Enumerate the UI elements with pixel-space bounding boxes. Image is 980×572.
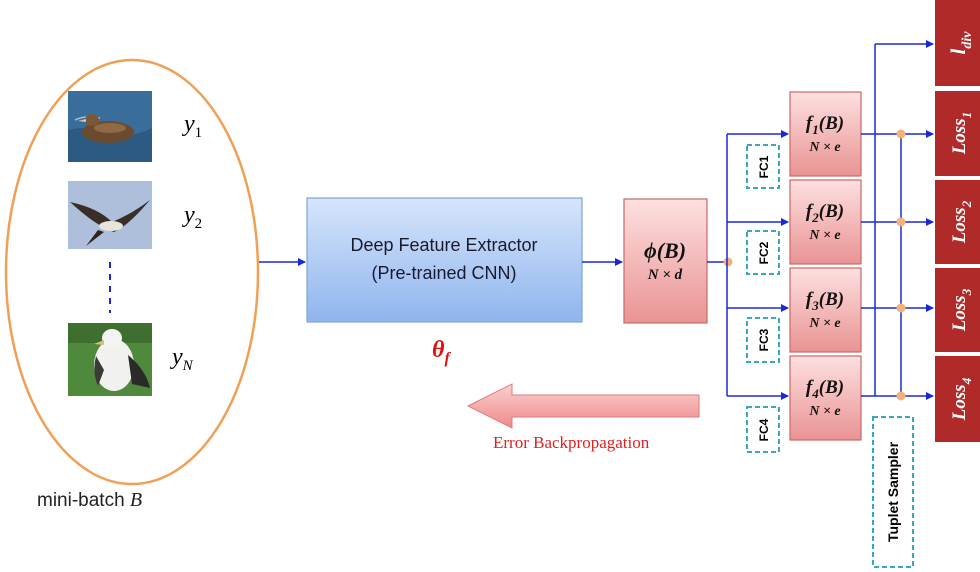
embedding-f3-label: f3(B): [806, 289, 844, 313]
fc3-box: FC3: [746, 317, 780, 363]
fc2-label: FC2: [757, 241, 771, 264]
backprop-arrow: [466, 383, 700, 429]
fc2-box: FC2: [746, 230, 780, 275]
fc4-label: FC4: [757, 418, 771, 441]
label-y1: y1: [182, 111, 202, 141]
junction-dot-2: [896, 217, 906, 227]
mini-batch-caption: mini-batch B: [37, 489, 142, 511]
extractor-title-line2: (Pre-trained CNN): [371, 263, 516, 283]
loss-2-label: Loss2: [949, 200, 974, 244]
embedding-f2-label: f2(B): [806, 201, 844, 225]
loss-4-label: Loss4: [949, 377, 974, 421]
embedding-f1-box: f1(B) N × e: [789, 91, 862, 177]
feature-phi-label: ϕ(B): [644, 238, 686, 263]
embedding-f1-label: f1(B): [806, 113, 844, 137]
fc1-box: FC1: [746, 144, 780, 189]
embedding-f4-dims: N × e: [808, 404, 840, 419]
mini-batch-ellipse: [4, 58, 260, 486]
junction-dot-1: [896, 129, 906, 139]
loss-1-label: Loss1: [949, 112, 974, 155]
feature-phi-dims: N × d: [647, 267, 683, 283]
extractor-title-line1: Deep Feature Extractor: [350, 235, 537, 255]
label-y2: y2: [182, 202, 202, 232]
fc3-label: FC3: [757, 328, 771, 351]
embedding-f2-dims: N × e: [808, 228, 840, 243]
loss-div-label: ldiv: [946, 31, 975, 55]
loss-3-box: Loss3: [935, 268, 980, 352]
loss-2-box: Loss2: [935, 180, 980, 264]
junction-dot-3: [896, 303, 906, 313]
embedding-f4-box: f4(B) N × e: [789, 355, 862, 441]
loss-div-box: ldiv: [935, 0, 980, 86]
extractor-parameters-theta: θf: [432, 337, 451, 367]
loss-1-box: Loss1: [935, 91, 980, 176]
label-yN: yN: [170, 344, 194, 374]
fc1-label: FC1: [757, 155, 771, 178]
deep-feature-extractor-box: [306, 197, 583, 323]
junction-dot-feature: [723, 257, 733, 267]
loss-4-box: Loss4: [935, 356, 980, 442]
loss-3-label: Loss3: [949, 288, 974, 332]
embedding-f1-dims: N × e: [808, 140, 840, 155]
feature-phi-box: [623, 198, 708, 324]
embedding-f4-label: f4(B): [806, 377, 844, 401]
bird-flying-image: [68, 181, 152, 249]
junction-dot-4: [896, 391, 906, 401]
bird-swimming-image: [68, 91, 152, 162]
tuplet-sampler-label: Tuplet Sampler: [885, 441, 901, 542]
backprop-label: Error Backpropagation: [493, 433, 650, 452]
embedding-f3-dims: N × e: [808, 316, 840, 331]
embedding-f2-box: f2(B) N × e: [789, 179, 862, 265]
tuplet-sampler-box: Tuplet Sampler: [872, 416, 914, 568]
embedding-f3-box: f3(B) N × e: [789, 267, 862, 353]
fc4-box: FC4: [746, 406, 780, 453]
bird-standing-image: [68, 323, 152, 396]
